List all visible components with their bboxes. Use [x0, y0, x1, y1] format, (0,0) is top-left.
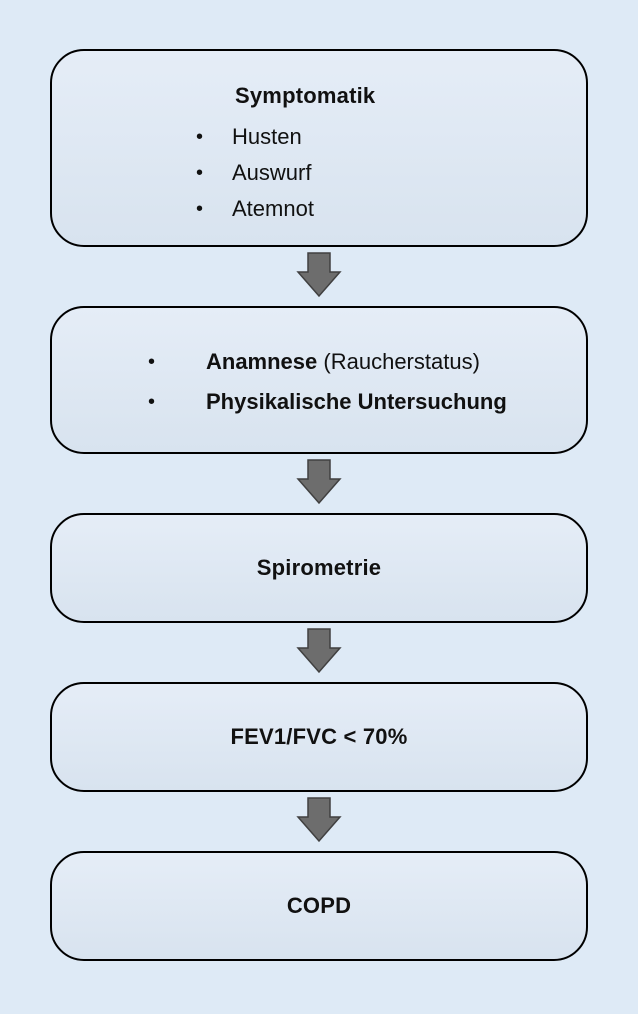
bullet-icon: • — [196, 198, 204, 220]
history-exam-box: • Anamnese (Raucherstatus) • Physikalisc… — [50, 306, 588, 454]
smoking-status-label: (Raucherstatus) — [317, 349, 480, 374]
copd-label: COPD — [286, 893, 352, 918]
spirometry-box: Spirometrie — [50, 513, 588, 623]
symptom-label: Husten — [232, 124, 302, 149]
symptoms-title: Symptomatik — [235, 83, 376, 108]
down-arrow-icon — [296, 628, 342, 674]
symptoms-box: Symptomatik • Husten • Auswurf • Atemnot — [50, 49, 588, 247]
spirometry-label: Spirometrie — [256, 555, 382, 580]
list-item: • Husten — [196, 119, 314, 155]
list-item: • Auswurf — [196, 155, 314, 191]
list-item: • Anamnese (Raucherstatus) — [148, 342, 507, 382]
down-arrow-icon — [296, 459, 342, 505]
list-item: • Atemnot — [196, 191, 314, 227]
list-item: • Physikalische Untersuchung — [148, 382, 507, 422]
history-label: Anamnese — [206, 349, 318, 374]
copd-box: COPD — [50, 851, 588, 961]
down-arrow-icon — [296, 252, 342, 298]
symptom-label: Atemnot — [232, 196, 314, 221]
fev1-fvc-label: FEV1/FVC < 70% — [230, 724, 408, 749]
bullet-icon: • — [196, 126, 204, 148]
down-arrow-icon — [296, 797, 342, 843]
physical-exam-label: Physikalische Untersuchung — [206, 389, 507, 414]
bullet-icon: • — [196, 162, 204, 184]
history-exam-list: • Anamnese (Raucherstatus) • Physikalisc… — [148, 342, 507, 422]
fev1-fvc-box: FEV1/FVC < 70% — [50, 682, 588, 792]
symptoms-list: • Husten • Auswurf • Atemnot — [196, 119, 314, 227]
bullet-icon: • — [148, 351, 156, 373]
symptom-label: Auswurf — [232, 160, 312, 185]
bullet-icon: • — [148, 391, 156, 413]
